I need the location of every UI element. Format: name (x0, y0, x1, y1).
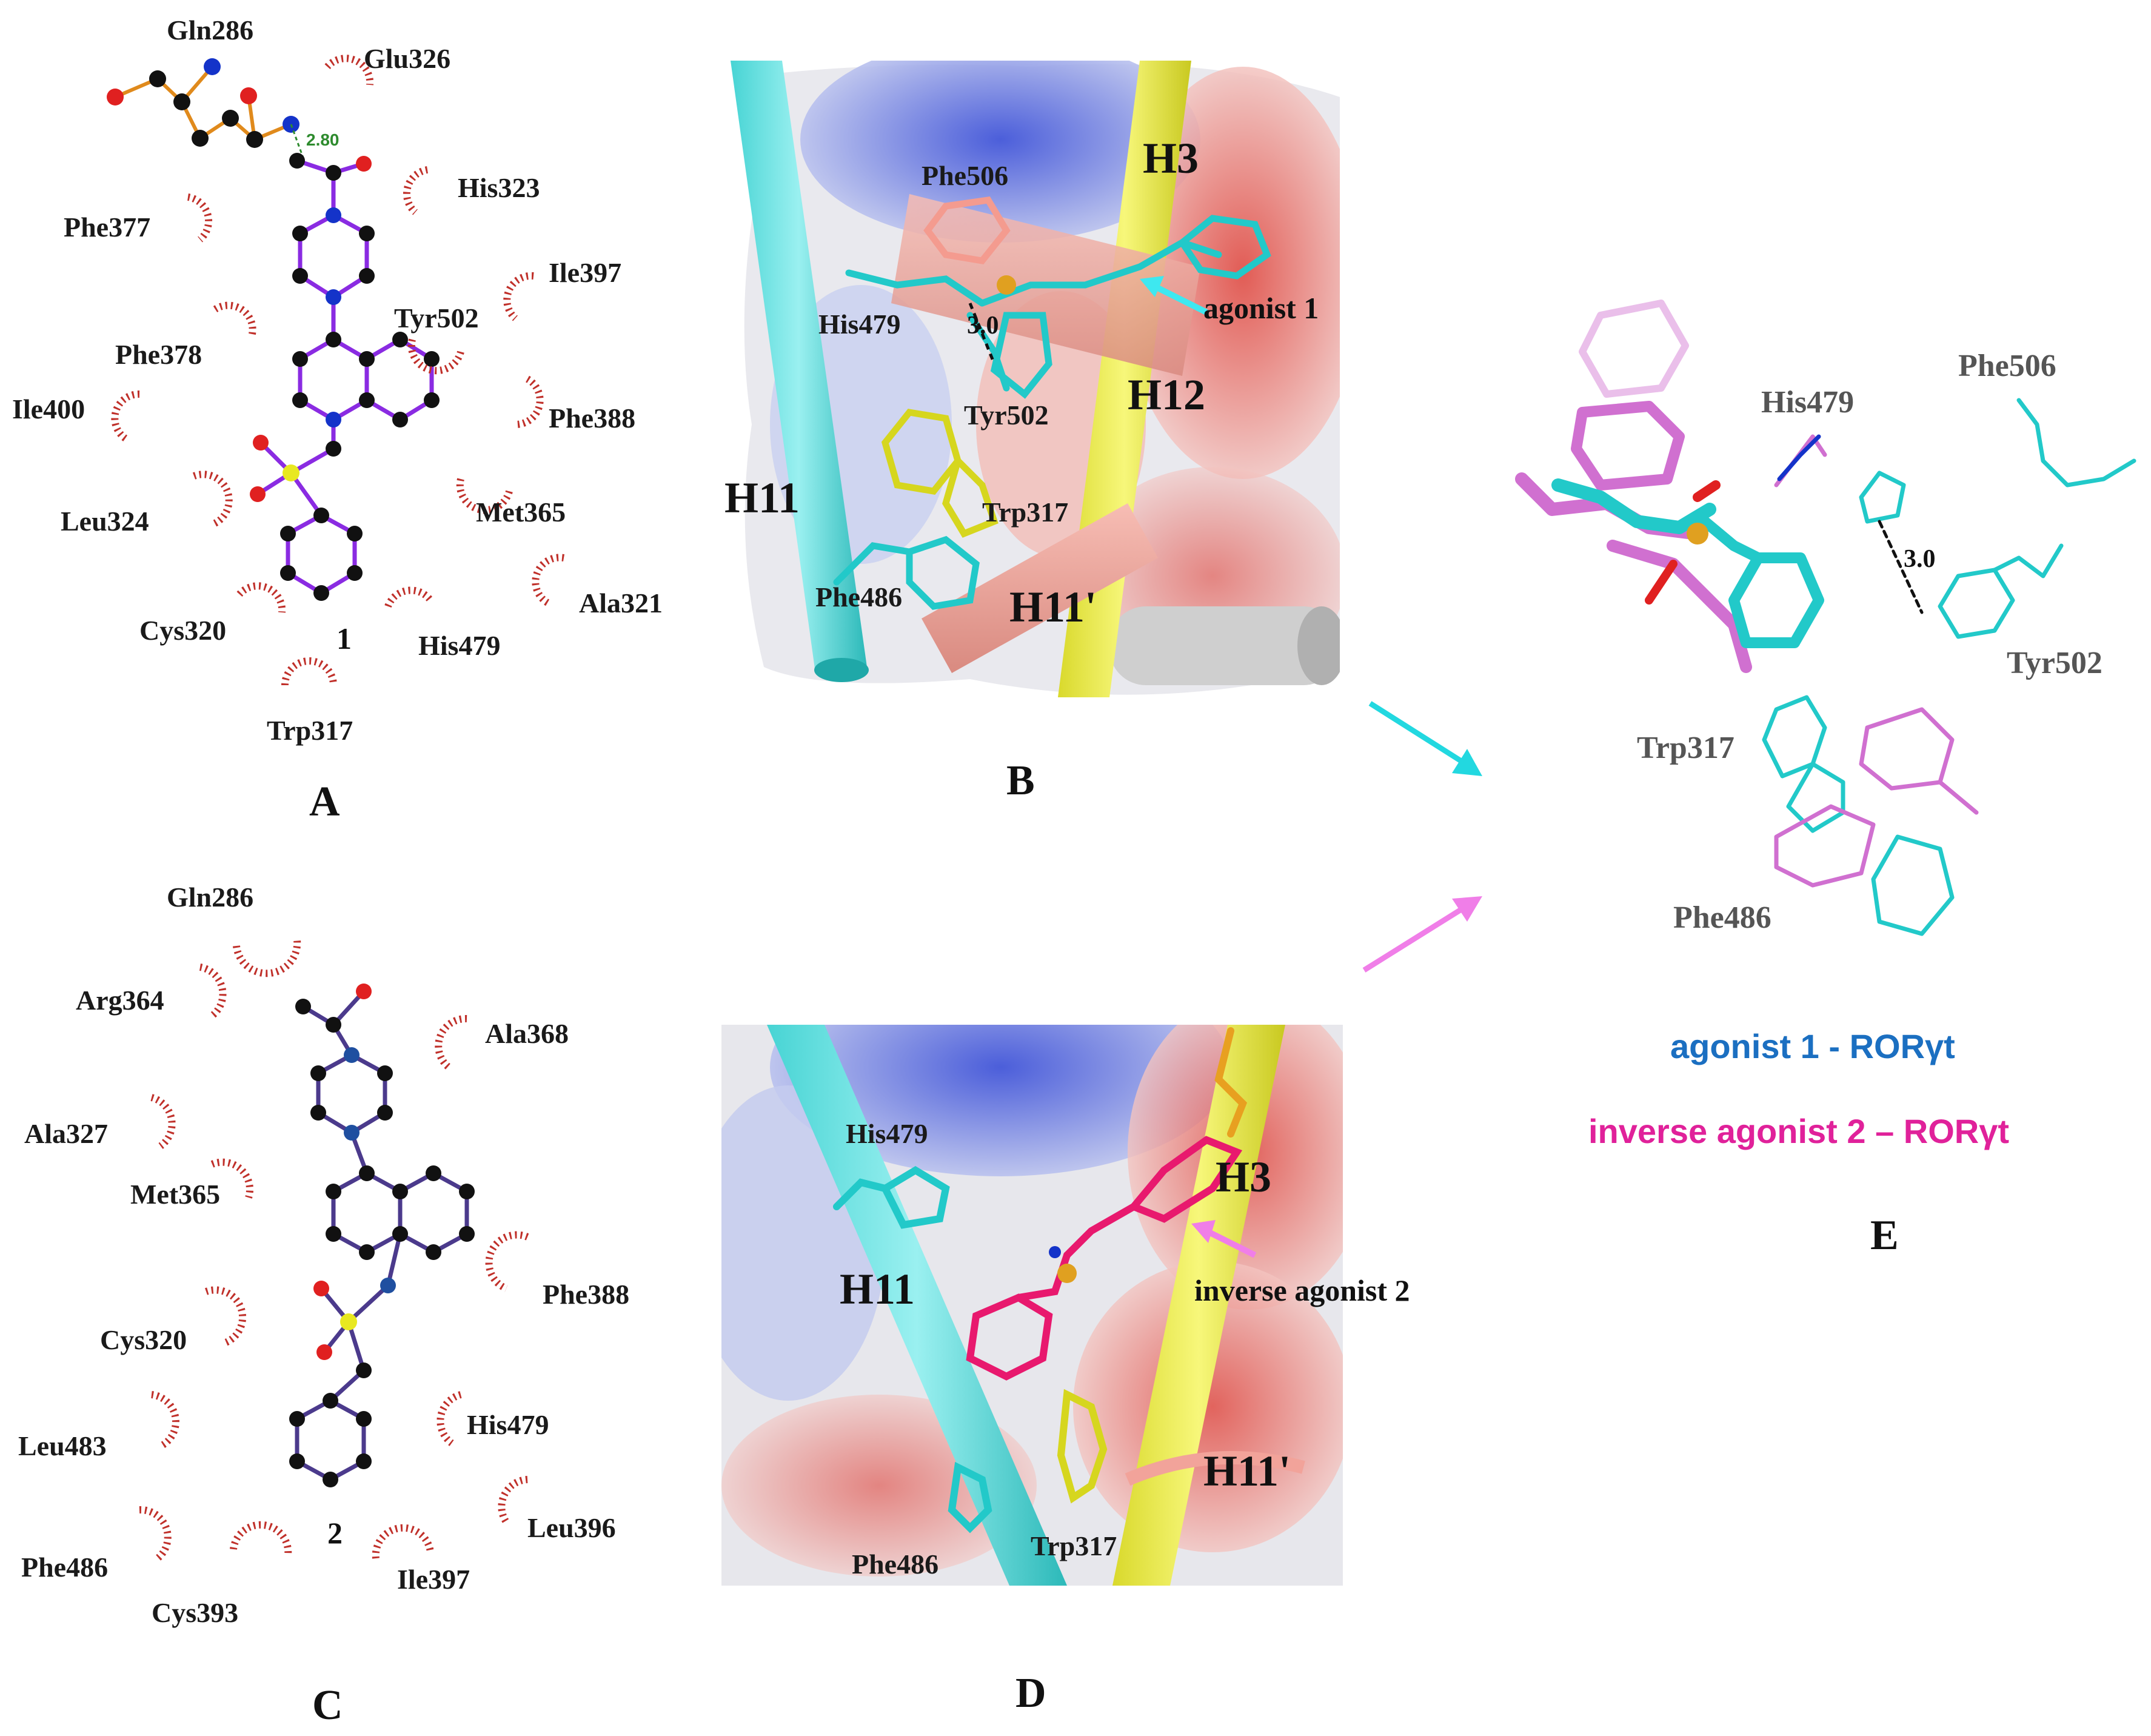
label-phe486-e: Phe486 (1673, 900, 1771, 935)
label-gln286-c: Gln286 (167, 882, 253, 913)
label-gln286-a: Gln286 (167, 15, 253, 45)
hbond-distance: 2.80 (306, 130, 340, 149)
label-his479-c: His479 (467, 1409, 549, 1440)
panel-b-labels: H3 H11 H12 H11' Phe506 His479 Tyr502 Trp… (724, 134, 1319, 631)
label-tyr502-b: Tyr502 (964, 400, 1049, 431)
helix-h3-b: H3 (1143, 134, 1199, 183)
label-phe388-a: Phe388 (549, 403, 635, 434)
legend-inverse-agonist2: inverse agonist 2 – RORγt (1588, 1112, 2009, 1150)
label-phe378-a: Phe378 (115, 339, 202, 370)
label-ala368-c: Ala368 (485, 1018, 569, 1049)
label-leu483-c: Leu483 (18, 1430, 107, 1461)
panel-a-contact-arcs (111, 55, 564, 686)
helix-h11-d: H11 (840, 1265, 915, 1313)
label-his323-a: His323 (458, 172, 540, 203)
label-trp317-e: Trp317 (1637, 731, 1735, 765)
ligand-1-atoms (250, 153, 440, 601)
label-arg364-c: Arg364 (76, 985, 164, 1016)
label-his479-a: His479 (418, 630, 500, 661)
label-met365-c: Met365 (130, 1179, 220, 1210)
label-phe377-a: Phe377 (64, 212, 150, 243)
ligand-number-1: 1 (336, 622, 352, 655)
panel-label-d: D (1015, 1670, 1046, 1717)
label-cys320-a: Cys320 (139, 615, 226, 646)
label-trp317-b: Trp317 (982, 497, 1068, 528)
ligand-label-inverse-agonist2: inverse agonist 2 (1194, 1273, 1410, 1307)
hbond-line (290, 124, 304, 158)
panel-e-overlay: His479 Phe506 Tyr502 Trp317 Phe486 3.0 a… (1515, 300, 2136, 1259)
label-phe388-c: Phe388 (543, 1279, 629, 1310)
label-trp317-d: Trp317 (1031, 1530, 1117, 1561)
panel-e-legend: agonist 1 - RORγt inverse agonist 2 – RO… (1588, 1027, 2009, 1150)
label-his479-e: His479 (1761, 385, 1854, 420)
label-ala321-a: Ala321 (579, 588, 663, 618)
panel-c-contact-arcs (139, 939, 529, 1561)
label-cys320-c: Cys320 (100, 1324, 187, 1355)
panel-label-a: A (309, 779, 340, 825)
label-tyr502-e: Tyr502 (2007, 646, 2102, 680)
helix-h12-b: H12 (1128, 370, 1205, 419)
label-phe506-b: Phe506 (922, 160, 1008, 191)
label-phe506-e: Phe506 (1958, 349, 2056, 383)
label-leu396-c: Leu396 (527, 1512, 616, 1543)
gln286-atoms (107, 58, 299, 148)
label-ile397-c: Ile397 (397, 1564, 470, 1595)
panel-a-labels: Gln286 Glu326 His323 Phe377 Ile397 Tyr50… (12, 15, 663, 746)
panel-b-structure: H3 H11 H12 H11' Phe506 His479 Tyr502 Trp… (718, 61, 1340, 804)
connector-arrows (1362, 701, 1482, 973)
panel-a-diagram: 2.80 (12, 15, 663, 825)
distance-e: 3.0 (1904, 545, 1936, 573)
panel-label-e: E (1870, 1212, 1899, 1259)
label-glu326-a: Glu326 (364, 43, 450, 74)
label-leu324-a: Leu324 (61, 506, 149, 537)
helix-h11prime-b: H11' (1009, 583, 1097, 631)
label-ala327-c: Ala327 (24, 1118, 108, 1149)
panel-c-labels: Gln286 Arg364 Ala368 Ala327 Met365 Phe38… (18, 882, 629, 1628)
label-phe486-d: Phe486 (852, 1549, 938, 1580)
ligand-label-agonist1: agonist 1 (1203, 291, 1319, 325)
label-met365-a: Met365 (476, 497, 566, 528)
gln286-fragment (114, 65, 292, 142)
ligand-2-atoms (289, 984, 475, 1487)
label-phe486-c: Phe486 (21, 1552, 108, 1583)
label-his479-b: His479 (818, 309, 900, 340)
label-ile397-a: Ile397 (549, 257, 621, 288)
helix-h11prime-d: H11' (1203, 1447, 1291, 1495)
helix-h3-d: H3 (1216, 1153, 1271, 1201)
panel-label-b: B (1006, 757, 1035, 804)
panel-d-structure: H3 H11 H11' His479 Phe486 Trp317 inverse… (721, 1025, 1410, 1717)
label-phe486-b: Phe486 (815, 581, 902, 612)
label-his479-d: His479 (846, 1118, 928, 1149)
legend-agonist1: agonist 1 - RORγt (1670, 1027, 1955, 1065)
panel-d-labels: H3 H11 H11' His479 Phe486 Trp317 inverse… (840, 1118, 1410, 1580)
helix-h11-b: H11 (724, 474, 800, 522)
label-tyr502-a: Tyr502 (394, 303, 479, 333)
panel-c-diagram: Gln286 Arg364 Ala368 Ala327 Met365 Phe38… (18, 882, 629, 1729)
label-cys393-c: Cys393 (152, 1597, 238, 1628)
panel-e-labels: His479 Phe506 Tyr502 Trp317 Phe486 3.0 (1637, 349, 2102, 935)
distance-b: 3.0 (967, 312, 999, 340)
panel-label-c: C (312, 1682, 343, 1729)
ligand-number-2: 2 (327, 1516, 343, 1550)
label-trp317-a: Trp317 (267, 715, 353, 746)
label-ile400-a: Ile400 (12, 394, 85, 424)
